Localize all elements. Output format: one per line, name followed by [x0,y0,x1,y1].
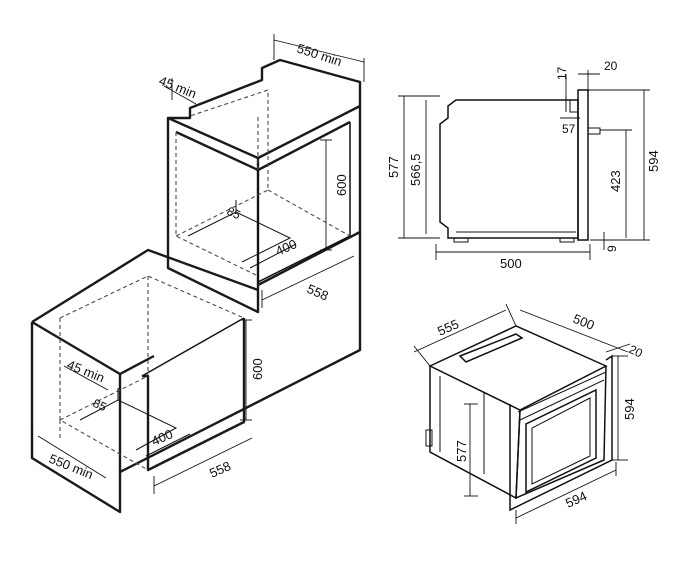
upper-front-width-label: 558 [305,281,331,304]
upper-height-label: 600 [334,174,349,196]
upper-inner-width-label: 400 [273,236,299,259]
lower-height-label: 600 [250,358,265,380]
lower-inner-small-label: 85 [91,396,109,414]
upper-inner-small-label: 85 [225,204,243,222]
iso-577-label: 577 [454,440,469,462]
iso-500-label: 500 [571,311,597,333]
iso-20-label: 20 [627,342,645,361]
iso-555-label: 555 [435,316,461,339]
side-9-label: 9 [605,245,619,252]
side-57-label: 57 [562,122,576,136]
iso-594-width-label: 594 [563,488,589,511]
lower-front-width-label: 558 [207,458,233,481]
isometric-dimensions: 555 500 20 594 577 594 [413,303,645,524]
side-20-label: 20 [604,59,618,73]
upper-depth-label: 45 min [157,73,199,102]
lower-width-label: 550 min [47,451,96,482]
side-594-label: 594 [646,150,661,172]
side-5665-label: 566,5 [408,153,423,186]
upper-cabinet [166,58,362,314]
oven-isometric [425,325,613,512]
side-500-label: 500 [500,256,522,271]
side-17-label: 17 [555,66,569,80]
iso-594-height-label: 594 [622,398,637,420]
oven-side-view [439,89,601,243]
side-view-dimensions: 577 566,5 500 17 20 57 423 594 9 [386,59,661,271]
side-423-label: 423 [608,170,623,192]
upper-width-label: 550 min [295,41,344,70]
side-577-label: 577 [386,156,401,178]
